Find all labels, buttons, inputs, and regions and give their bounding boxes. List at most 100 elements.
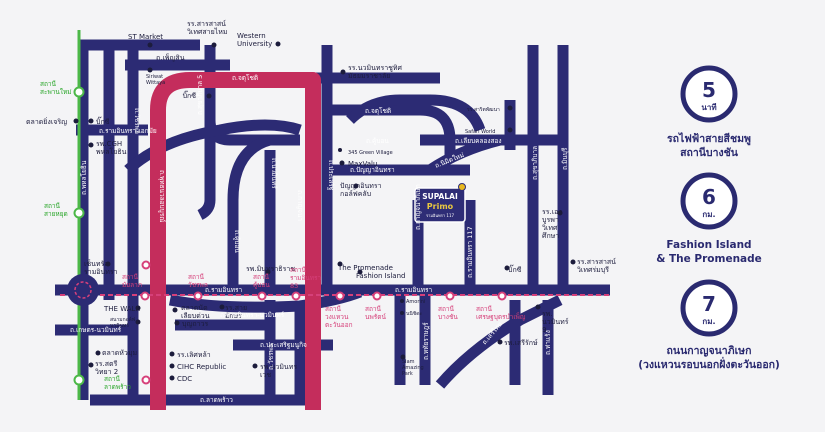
dot-sanam-golf — [135, 319, 141, 325]
roundabout — [67, 274, 99, 306]
dot-western — [275, 41, 281, 47]
supalai-primo-marker[interactable]: SUPALAI Primo รามอินทรา 117 — [414, 183, 466, 223]
green-station-sai-yut — [73, 207, 85, 219]
label-saphan-mai: สถานีสะพานใหม่ — [40, 80, 72, 96]
label-lat-phrao: ถ.ลาดพร้าว — [200, 396, 233, 404]
label-talad-hua-mum: ตลาดหัวมุม — [102, 349, 137, 357]
dot-bigc — [206, 93, 212, 99]
label-liang-klong-song: ถ.เลียบคลองสอง — [455, 137, 502, 145]
dot-huamum — [95, 350, 101, 356]
label-the-promenade: The Promenade — [337, 264, 393, 272]
station-dot-noppharat — [372, 291, 382, 301]
info-line2-1: สถานีบางชัน — [680, 146, 739, 159]
info-line2-3: (วงแหวนรอบนอกฝั่งตะวันออก) — [638, 356, 780, 371]
label-rr-sai: รร.สายอักษร — [225, 304, 247, 320]
station-dot-left — [141, 260, 151, 270]
label-the-walk: THE WALK — [103, 305, 140, 313]
pink-line-vertical — [150, 72, 321, 410]
info-circle-3 — [680, 279, 738, 337]
label-charaeng-toan: ถ.จตุโชติ — [232, 74, 258, 82]
dot-nawamin-vech — [252, 363, 258, 369]
dot-safari — [507, 127, 513, 133]
label-prasert-manukit: ถ.ประเสริฐมนูกิจ — [260, 341, 307, 349]
info-unit-2: กม. — [702, 210, 715, 219]
info-line1-1: รถไฟฟ้าสายสีชมพู — [667, 132, 751, 146]
place-dots — [73, 41, 576, 381]
label-ramintra-ekkamai: ถ.รามอินทรา-เอกมัย — [99, 127, 157, 135]
supalai-name: Primo — [427, 202, 454, 211]
label-st-market: ST Market — [128, 33, 163, 41]
station-dot-setthabut — [497, 291, 507, 301]
label-rr-sarit-wit2: รร.สตรีวิทยา 2 — [95, 360, 118, 376]
road-sukhapiban5 — [197, 110, 216, 220]
label-phaholyothin-ui: ถ.พุทธนวลอบบูรณ์ — [158, 170, 166, 222]
label-amorini: Amorini — [406, 299, 425, 305]
dot-ek — [557, 210, 563, 216]
info-unit-3: กม. — [702, 317, 715, 326]
info-unit-1: นาที — [701, 102, 716, 112]
label-bunguaan: บุญถาวร — [182, 320, 209, 328]
label-khubon: สถานีคู้บอน — [253, 273, 270, 289]
dot-nawamin — [340, 69, 346, 75]
dot-central — [105, 261, 111, 267]
label-green-village: 345 Green Village — [348, 150, 393, 156]
label-sanam-golf: สนามกอล์ฟนวมินทร์ — [110, 316, 136, 329]
label-watcharaphon: สถานีวัชรพล — [188, 273, 208, 289]
label-cihc-republic: CIHC Republic — [177, 363, 226, 371]
label-ramintra-2: ถ.รามอินทรา — [395, 286, 433, 294]
dot-maxvalu — [339, 160, 345, 166]
label-nawamin: ถ.นวมินทร์ — [270, 158, 278, 189]
dot-nawamin9 — [535, 304, 541, 310]
label-prasert: ถ.ประเสริฐ — [327, 160, 335, 191]
label-sw-serirak: รพ.เสรีรักษ์ — [504, 339, 538, 347]
label-phetkasem: ถ.เพ็ญสิน — [156, 53, 185, 62]
dot-cdc — [169, 375, 175, 381]
dot-jinjin — [400, 311, 404, 315]
label-jinjin: นนิชิดะ — [406, 310, 422, 317]
label-maxvalu: MaxValu — [348, 160, 377, 168]
supalai-box — [414, 187, 466, 223]
label-charaeng-toan-2: ถ.จตุโชติ — [365, 107, 391, 115]
label-ku-bon: ถ.คู้บอน — [366, 137, 389, 145]
label-kanchanaphisek: ถ.กาญจนาภิเษก — [414, 184, 422, 230]
station-dot-ramintra83 — [291, 291, 301, 301]
info-line2-2: & The Promenade — [656, 253, 762, 265]
label-mincom: ถ.มินบุรี — [561, 147, 569, 170]
label-hathai: ถ.หทัยราษฎร์ — [422, 322, 430, 360]
dot-sarit2 — [88, 362, 94, 368]
label-ramintra: ถ.รามอินทรา — [205, 286, 243, 294]
dot-green-village — [338, 148, 342, 152]
label-rr-ek-burapha: รร.เอกบูรพาวิเทศศึกษา — [542, 208, 563, 240]
label-rr-nawamin: รร.นวมินทราชูทิศมัธยมราชาลัย — [348, 64, 403, 80]
dot-bigc3 — [504, 265, 510, 271]
info-circle-2 — [680, 172, 738, 230]
green-station-lat-phrao — [73, 374, 85, 386]
green-line — [73, 30, 85, 400]
station-dot-bang-chan — [445, 291, 455, 301]
label-khlong-sam-wa: ถ.สุขาภิบาล — [531, 146, 539, 180]
dot-sarasas — [211, 42, 217, 48]
label-ram-inthra-upper: ถ.คู้บอน — [233, 230, 241, 253]
info-line1-3: ถนนกาญจนาภิเษก — [667, 345, 752, 357]
label-ramintra-nawamin: ถ.รามอินทรา-นวมินทร์ — [220, 311, 285, 319]
roundabout-inner — [74, 281, 92, 299]
label-watcharaphon: ถ.วัชรพล — [133, 108, 141, 134]
dot-sarasas2 — [570, 259, 576, 265]
road-ku-bon-2 — [346, 94, 486, 133]
pink-line — [150, 72, 321, 410]
label-sukhapiban5: ถ.สุขาภิบาล 5 — [196, 75, 204, 115]
dot-bunguaan — [174, 320, 180, 326]
label-big-c-3: บิ๊กซี — [508, 264, 522, 274]
dot-thewalk — [135, 305, 141, 311]
label-kanchana: ถ.กาญจนา — [296, 190, 304, 221]
label-rr-sarasas: รร.สารสาสน์วิเทศสายไหม — [187, 20, 228, 36]
label-safari-world: Safari World — [465, 129, 495, 135]
dot-bigc-2 — [88, 118, 94, 124]
station-dot-khubon — [257, 291, 267, 301]
label-panya-inthra: ถ.ปัญญาอินทรา — [350, 166, 395, 174]
station-dot-wongwaen — [335, 291, 345, 301]
label-noppharat: สถานีนพรัตน์ — [365, 305, 386, 321]
